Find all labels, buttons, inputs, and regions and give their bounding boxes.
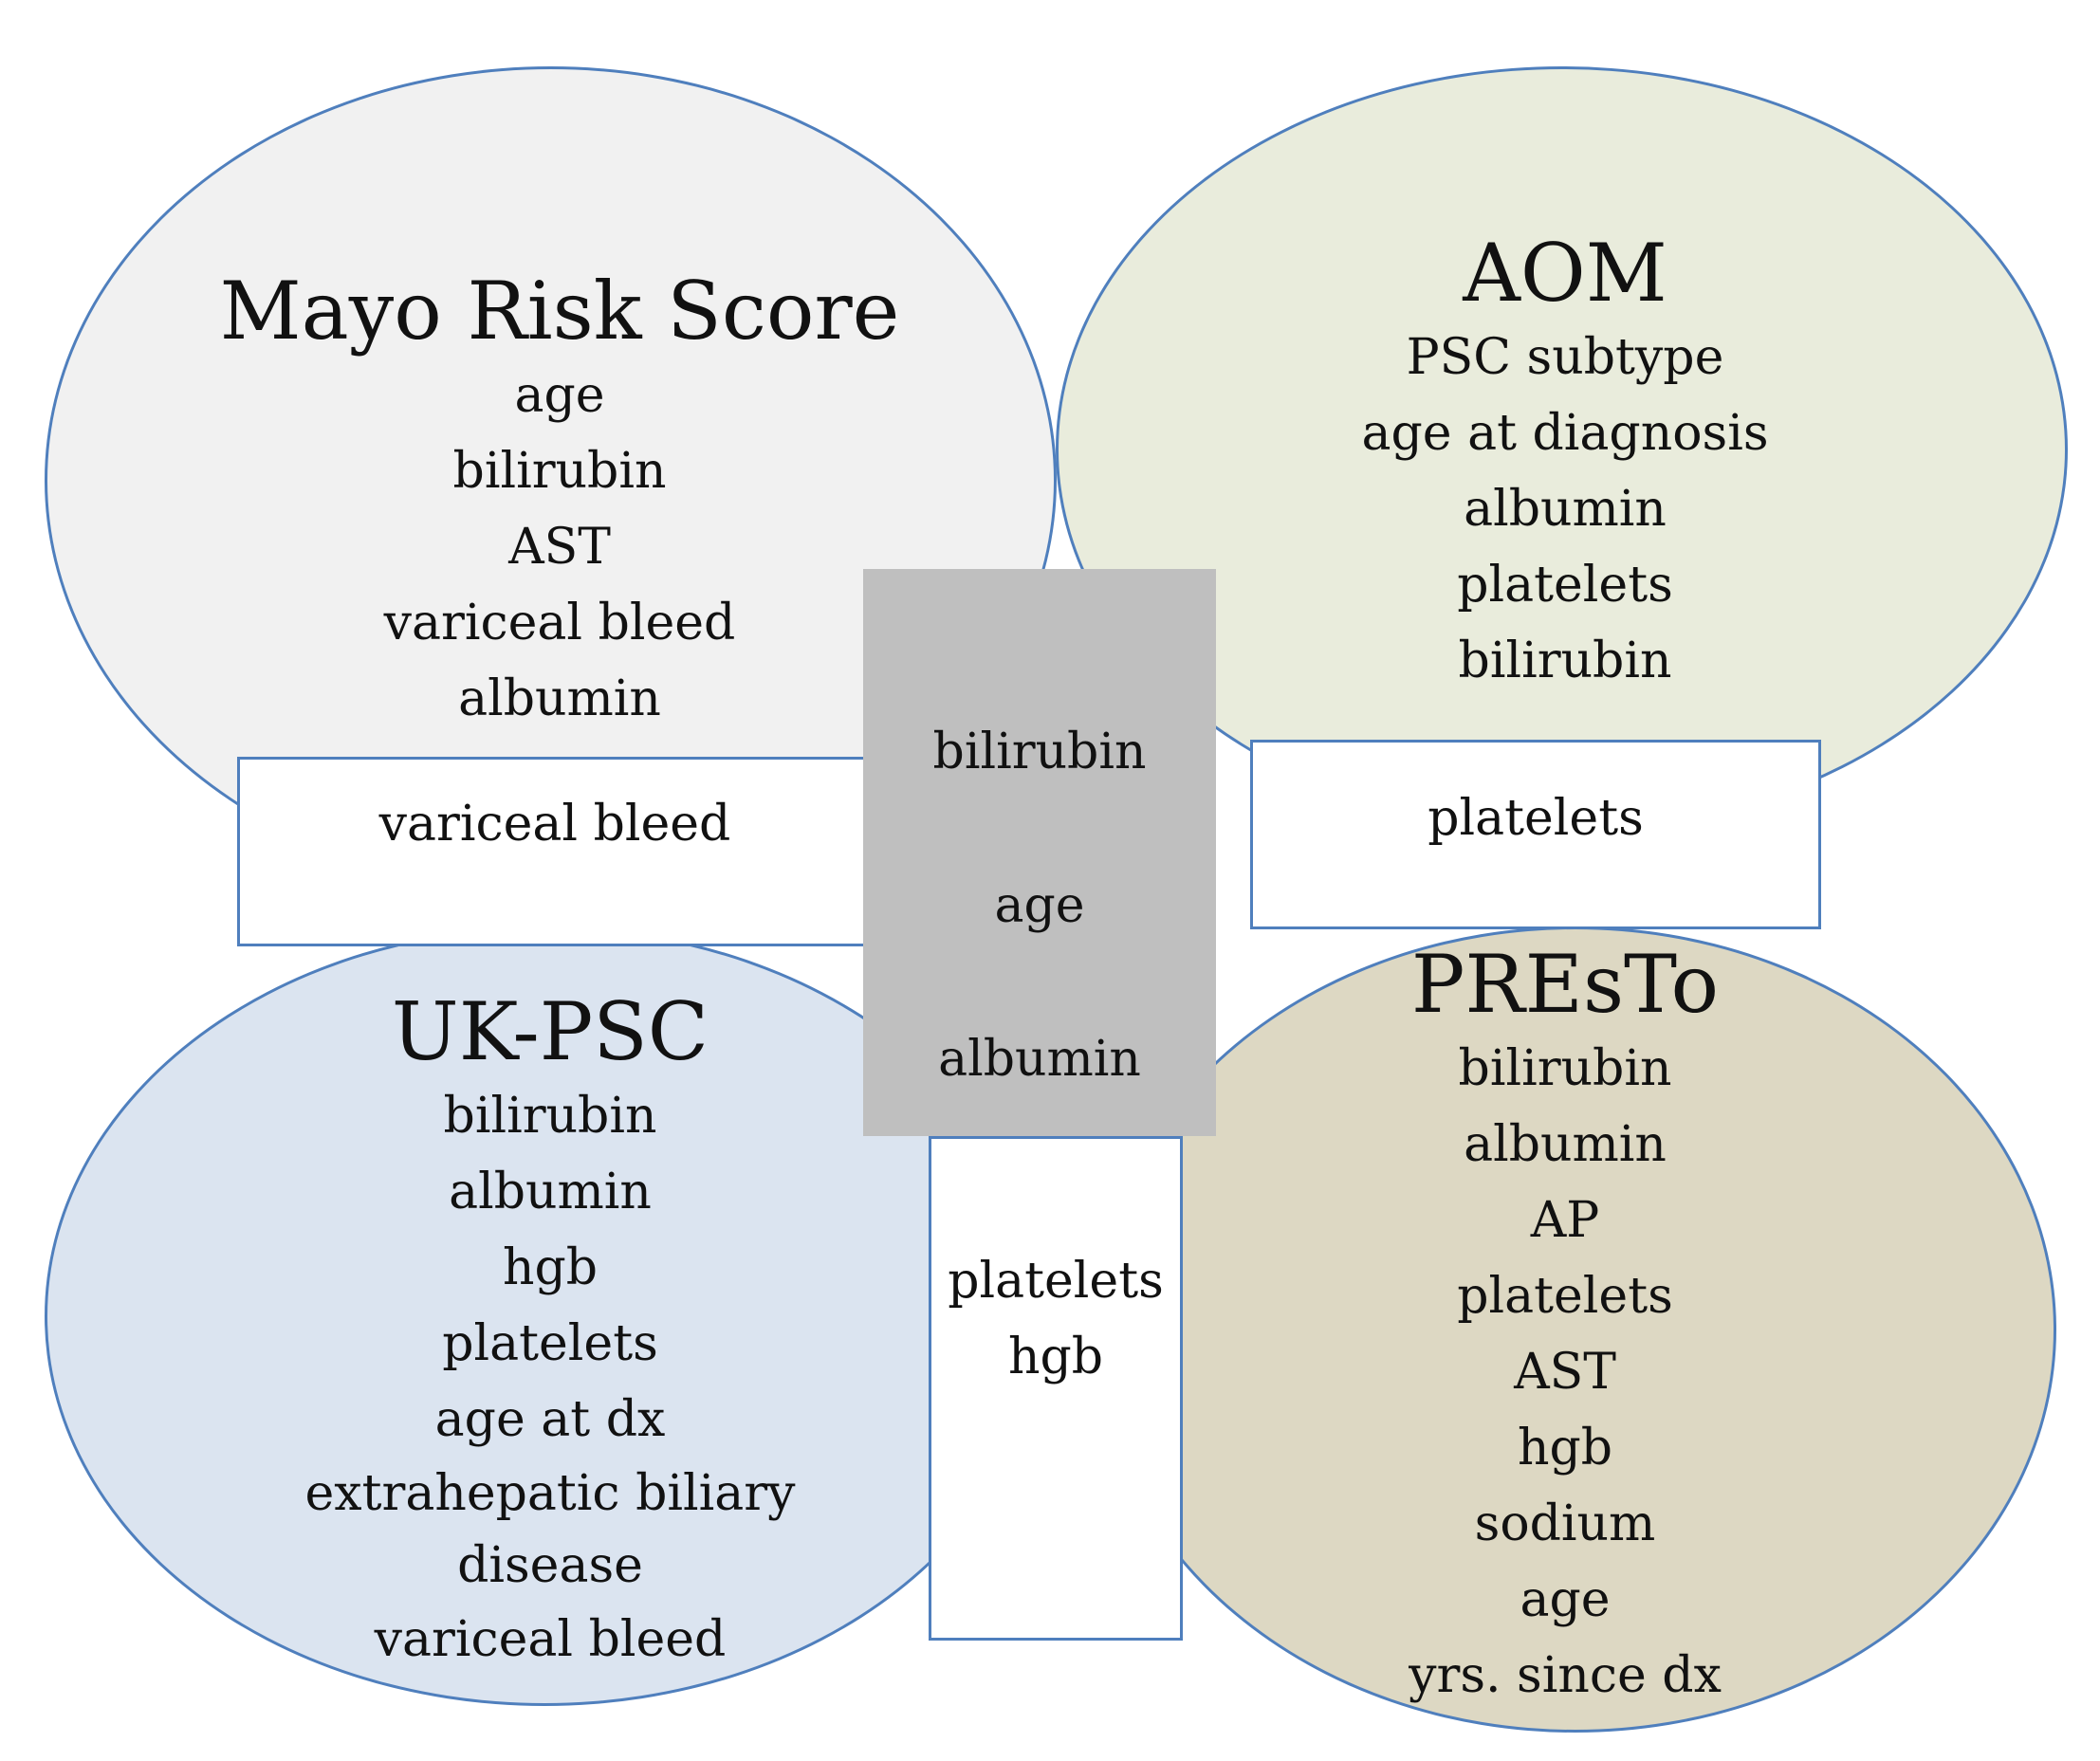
list-item: yrs. since dx <box>1409 1646 1722 1704</box>
uk-psc-title: UK-PSC <box>391 985 709 1078</box>
shared-item: age <box>994 877 1085 934</box>
list-item: AST <box>1514 1343 1616 1401</box>
aom-ellipse <box>1056 66 2068 833</box>
list-item: platelets <box>1457 556 1673 614</box>
mayo-risk-score-group: Mayo Risk Score age bilirubin AST varice… <box>190 266 930 737</box>
shared-item: variceal bleed <box>378 796 731 853</box>
list-item: extrahepatic biliary disease <box>304 1464 796 1594</box>
shared-uk-presto-list: platelets hgb <box>931 1243 1180 1395</box>
list-item: hgb <box>1517 1419 1613 1477</box>
mayo-risk-score-list: age bilirubin AST variceal bleed albumin <box>190 358 930 737</box>
list-item: age <box>514 366 605 424</box>
list-item: bilirubin <box>443 1087 657 1145</box>
list-item: platelets <box>442 1314 658 1372</box>
list-item: variceal bleed <box>374 1610 727 1668</box>
uk-psc-list: bilirubin albumin hgb platelets age at d… <box>171 1078 930 1678</box>
presto-list: bilirubin albumin AP platelets AST hgb s… <box>1195 1031 1935 1714</box>
shared-all-box: bilirubin age albumin <box>863 569 1216 1136</box>
list-item: bilirubin <box>1458 1039 1672 1097</box>
aom-list: PSC subtype age at diagnosis albumin pla… <box>1195 320 1935 699</box>
list-item: age at diagnosis <box>1361 404 1769 462</box>
list-item: PSC subtype <box>1406 328 1724 386</box>
list-item: age <box>1520 1570 1611 1628</box>
shared-uk-presto-box: platelets hgb <box>929 1136 1183 1641</box>
shared-item: hgb <box>1007 1329 1104 1385</box>
shared-item: albumin <box>938 1031 1141 1088</box>
list-item: hgb <box>502 1238 599 1296</box>
shared-item: platelets <box>1428 790 1644 847</box>
aom-title: AOM <box>1463 227 1667 320</box>
mayo-risk-score-title: Mayo Risk Score <box>219 265 900 358</box>
list-item: albumin <box>449 1163 652 1220</box>
aom-group: AOM PSC subtype age at diagnosis albumin… <box>1195 228 1935 699</box>
list-item: platelets <box>1457 1267 1673 1325</box>
list-item: variceal bleed <box>383 594 736 651</box>
list-item: bilirubin <box>452 442 667 500</box>
list-item: albumin <box>458 670 661 727</box>
list-item: bilirubin <box>1458 632 1672 689</box>
shared-item: bilirubin <box>932 724 1147 780</box>
shared-all-list: bilirubin age albumin <box>863 569 1216 1136</box>
list-item: albumin <box>1464 480 1667 538</box>
shared-mayo-uk-box: variceal bleed <box>237 757 873 946</box>
presto-ellipse <box>1094 926 2056 1733</box>
shared-aom-presto-box: platelets <box>1250 740 1821 929</box>
list-item: AP <box>1530 1191 1600 1249</box>
presto-title: PREsTo <box>1410 938 1720 1031</box>
list-item: albumin <box>1464 1115 1667 1173</box>
shared-item: platelets <box>948 1253 1164 1310</box>
presto-group: PREsTo bilirubin albumin AP platelets AS… <box>1195 939 1935 1714</box>
uk-psc-group: UK-PSC bilirubin albumin hgb platelets a… <box>171 986 930 1678</box>
list-item: AST <box>508 518 611 576</box>
list-item: sodium <box>1474 1495 1656 1552</box>
list-item: age at dx <box>434 1390 666 1448</box>
